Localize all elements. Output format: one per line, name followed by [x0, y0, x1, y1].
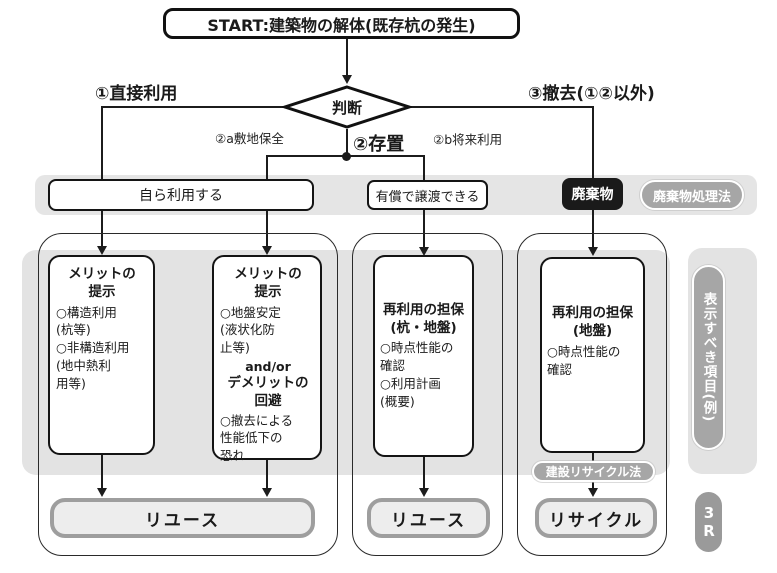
display-items-label: 表示すべき項目(例) — [700, 292, 717, 423]
construction-recycle-law-badge: 建設リサイクル法 — [532, 461, 655, 482]
arrow-down-icon — [262, 246, 272, 255]
connector-line — [592, 106, 594, 248]
branch-label-direct-use: ①直接利用 — [95, 84, 178, 104]
arrow-down-icon — [588, 488, 598, 497]
connector-line — [101, 106, 103, 247]
self-use-node: 自ら利用する — [48, 179, 314, 211]
connector-line — [423, 457, 425, 489]
merit-box-1-title: メリットの 提示 — [68, 266, 136, 300]
arrow-down-icon — [342, 75, 352, 84]
branch-label-site-preservation: ②a敷地保全 — [215, 131, 284, 146]
connector-line — [266, 155, 425, 157]
connector-line — [346, 129, 348, 157]
three-r-badge: 3R — [695, 492, 722, 552]
diamond-shape-icon — [282, 85, 412, 129]
waste-law-badge: 廃棄物処理法 — [640, 180, 744, 210]
connector-line — [346, 39, 348, 76]
connector-line — [101, 106, 283, 108]
start-label: START:建築物の解体(既存杭の発生) — [207, 15, 476, 35]
reuse-guarantee-ground-body: ○時点性能の 確認 — [547, 344, 621, 377]
display-items-badge: 表示すべき項目(例) — [692, 265, 725, 450]
reuse-guarantee-pile-title: 再利用の担保 (杭・地盤) — [383, 301, 464, 336]
start-node: START:建築物の解体(既存杭の発生) — [163, 8, 520, 39]
merit-box-2-connector: and/or — [245, 358, 291, 374]
merit-box-2-title: メリットの 提示 — [234, 266, 302, 300]
column-container-2 — [352, 233, 503, 556]
reuse-guarantee-ground-box: 再利用の担保 (地盤) ○時点性能の 確認 — [540, 257, 645, 453]
connector-line — [101, 455, 103, 489]
reuse-guarantee-pile-body: ○時点性能の 確認 ○利用計画 (概要) — [380, 340, 454, 409]
merit-box-2-body: ○地盤安定 (液状化防 止等) — [220, 304, 281, 356]
reuse-guarantee-ground-title: 再利用の担保 (地盤) — [552, 305, 633, 340]
connector-line — [411, 106, 593, 108]
paid-transfer-node: 有償で譲渡できる — [367, 180, 488, 210]
arrow-down-icon — [97, 488, 107, 497]
merit-box-1: メリットの 提示 ○構造利用 (杭等) ○非構造利用 (地中熱利 用等) — [48, 255, 155, 455]
branch-label-removal: ③撤去(①②以外) — [528, 84, 655, 104]
waste-node: 廃棄物 — [562, 178, 623, 210]
reuse-guarantee-pile-box: 再利用の担保 (杭・地盤) ○時点性能の 確認 ○利用計画 (概要) — [373, 255, 474, 457]
branch-label-future-use: ②b将来利用 — [433, 132, 503, 147]
arrow-down-icon — [97, 246, 107, 255]
recycle-outcome-label: リサイクル — [548, 510, 644, 531]
construction-recycle-law-label: 建設リサイクル法 — [545, 465, 642, 479]
arrow-down-icon — [588, 247, 598, 256]
waste-law-label: 廃棄物処理法 — [652, 189, 731, 205]
column-container-3 — [517, 233, 667, 556]
arrow-down-icon — [419, 247, 429, 256]
arrow-down-icon — [262, 488, 272, 497]
reuse-outcome-2-label: リユース — [390, 510, 467, 531]
merit-box-1-body: ○構造利用 (杭等) ○非構造利用 (地中熱利 用等) — [56, 304, 130, 391]
waste-label: 廃棄物 — [571, 187, 614, 203]
demerit-body: ○撤去による 性能低下の 恐れ — [220, 412, 294, 464]
column-container-1 — [38, 233, 338, 556]
reuse-outcome-1: リユース — [50, 498, 315, 538]
connector-line — [266, 460, 268, 489]
demerit-title: デメリットの 回避 — [227, 374, 309, 409]
branch-label-leave-in-place: ②存置 — [353, 134, 405, 155]
three-r-label: 3R — [700, 504, 718, 540]
merit-box-2: メリットの 提示 ○地盤安定 (液状化防 止等) and/or デメリットの 回… — [212, 255, 322, 463]
reuse-outcome-1-label: リユース — [144, 510, 221, 531]
self-use-label: 自ら利用する — [139, 188, 223, 204]
decision-label: 判断 — [331, 98, 362, 117]
recycle-outcome: リサイクル — [535, 498, 657, 538]
paid-transfer-label: 有償で譲渡できる — [375, 189, 480, 205]
arrow-down-icon — [419, 488, 429, 497]
decision-diamond: 判断 — [282, 85, 412, 129]
reuse-outcome-2: リユース — [367, 498, 490, 538]
